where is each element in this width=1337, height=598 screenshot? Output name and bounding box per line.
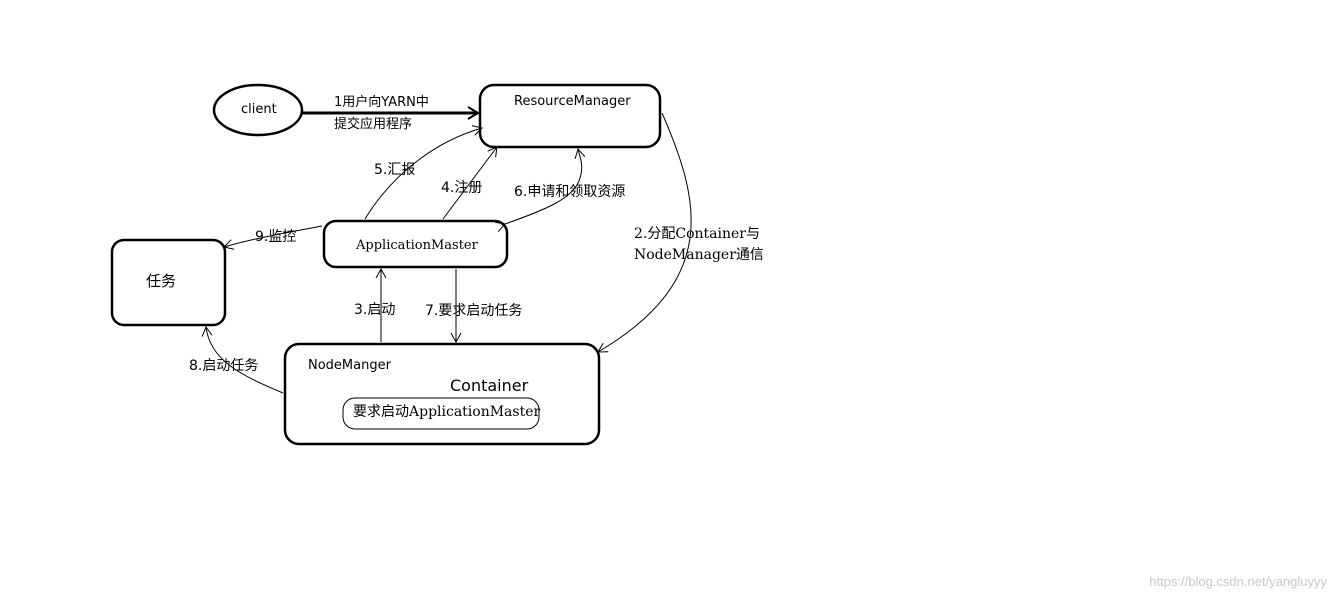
edge-5-label: 5.汇报 bbox=[374, 162, 416, 178]
edge-5-arrow bbox=[364, 125, 483, 220]
edge-2-arrow bbox=[597, 112, 692, 353]
resource-manager-label: ResourceManager bbox=[514, 94, 631, 109]
edge-4-arrow bbox=[442, 146, 498, 220]
edge-6-label: 6.申请和领取资源 bbox=[514, 184, 626, 200]
edge-7-label: 7.要求启动任务 bbox=[425, 303, 523, 319]
client-label: client bbox=[241, 102, 277, 117]
application-master-node bbox=[322, 219, 509, 269]
edge-2-label-line2: NodeManager通信 bbox=[634, 247, 764, 263]
edge-1-label-line2: 提交应用程序 bbox=[334, 117, 413, 132]
edge-8-arrow bbox=[201, 325, 284, 394]
watermark: https://blog.csdn.net/yangluyyy bbox=[1149, 574, 1327, 589]
application-master-label: ApplicationMaster bbox=[356, 238, 478, 253]
edge-4-label: 4.注册 bbox=[441, 180, 483, 196]
edge-9-label: 9.监控 bbox=[255, 229, 297, 245]
edge-9-arrow bbox=[223, 225, 323, 250]
task-label: 任务 bbox=[146, 272, 177, 290]
edge-6-arrow bbox=[494, 147, 586, 233]
edge-2-label-line1: 2.分配Container与 bbox=[634, 226, 760, 242]
node-manager-label: NodeManger bbox=[308, 358, 391, 373]
container-label: Container bbox=[450, 376, 529, 395]
task-node bbox=[110, 238, 227, 327]
client-node bbox=[212, 83, 304, 137]
resource-manager-node bbox=[478, 83, 662, 149]
edge-3-label: 3.启动 bbox=[354, 302, 396, 318]
edge-8-label: 8.启动任务 bbox=[189, 358, 259, 374]
container-inner-box bbox=[342, 397, 540, 430]
edge-1-label-line1: 1用户向YARN中 bbox=[334, 95, 429, 110]
container-inner-label: 要求启动ApplicationMaster bbox=[353, 404, 541, 420]
